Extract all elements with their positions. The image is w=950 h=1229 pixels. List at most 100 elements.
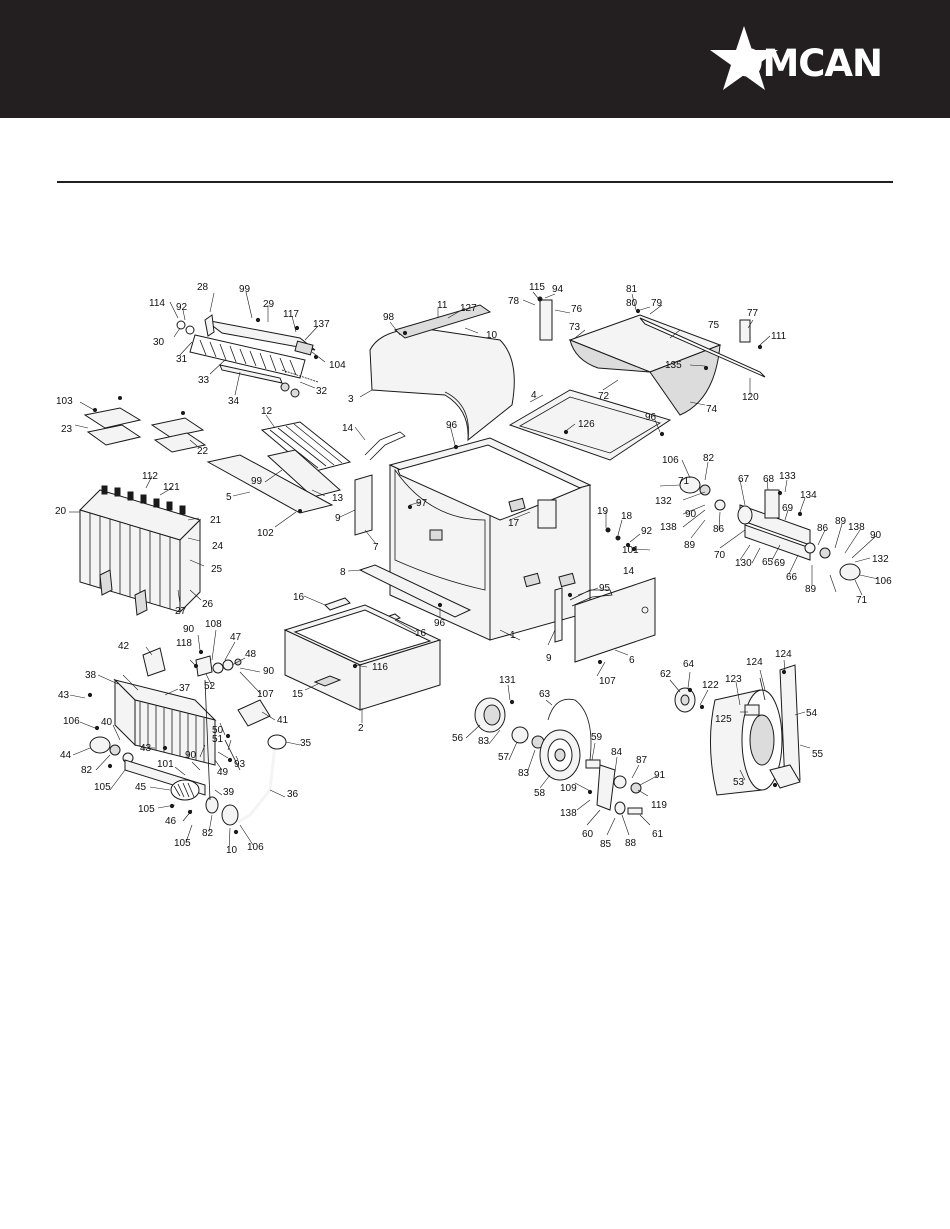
part-label: 71 [678,476,690,487]
part-label: 121 [163,482,180,493]
part-label: 69 [774,558,786,569]
part-label: 43 [58,690,70,701]
part-label: 10 [226,845,238,856]
part-label: 33 [198,375,210,386]
part-label: 69 [782,503,794,514]
tray [508,389,672,461]
part-label: 10 [486,330,498,341]
part-label: 91 [654,770,666,781]
part-label: 54 [806,708,818,719]
part-label: 58 [534,788,546,799]
part-label: 127 [460,303,477,314]
part-label: 57 [498,752,510,763]
part-label: 82 [202,828,214,839]
part-label: 35 [300,738,312,749]
part-label: 124 [775,649,792,660]
part-label: 46 [165,816,177,827]
part-label: 45 [135,782,147,793]
part-label: 86 [713,524,725,535]
comb-plate [206,421,352,514]
part-label: 96 [434,618,446,629]
part-label: 122 [702,680,719,691]
part-label: 117 [283,309,299,320]
star-icon [710,26,778,90]
part-label: 105 [138,804,155,815]
part-label: 132 [872,554,889,565]
part-label: 130 [735,558,752,569]
part-label: 105 [94,782,111,793]
part-label: 90 [685,509,697,520]
part-label: 55 [812,749,824,760]
part-label: 131 [499,675,516,686]
part-label: 12 [261,406,273,417]
part-label: 89 [835,516,847,527]
part-label: 63 [539,689,551,700]
part-label: 13 [332,493,344,504]
part-label: 116 [372,662,388,673]
roller-comb-assembly [89,647,271,826]
part-label: 99 [239,284,251,295]
part-label: 9 [335,513,341,524]
part-label: 76 [571,304,583,315]
part-label: 104 [329,360,346,371]
part-label: 29 [263,299,275,310]
part-label: 47 [230,632,242,643]
part-number-labels: 1 2 3 4 5 6 7 8 9 9 10 10 11 12 13 14 14… [55,282,892,856]
part-label: 20 [55,506,67,517]
hopper-plate [539,299,766,416]
part-label: 120 [742,392,759,403]
part-label: 90 [870,530,882,541]
part-label: 79 [651,298,663,309]
part-label: 106 [875,576,892,587]
part-label: 72 [598,391,610,402]
part-label: 90 [183,624,195,635]
part-label: 118 [176,638,192,649]
part-label: 138 [660,522,677,533]
motor-assembly [674,664,801,796]
part-label: 40 [101,717,113,728]
cutting-frame-assembly [79,485,201,616]
part-label: 96 [446,420,458,431]
part-label: 42 [118,641,130,652]
part-label: 83 [478,736,490,747]
part-label: 83 [518,768,530,779]
part-label: 74 [706,404,718,415]
part-label: 115 [529,282,545,293]
part-label: 92 [176,302,188,313]
part-label: 123 [725,674,742,685]
part-label: 27 [175,606,187,617]
part-label: 86 [817,523,829,534]
part-label: 8 [340,567,346,578]
part-label: 43 [140,743,152,754]
part-label: 89 [805,584,817,595]
part-label: 82 [703,453,715,464]
linkage-parts [195,655,242,801]
part-label: 9 [546,653,552,664]
part-label: 80 [626,298,638,309]
part-label: 109 [560,783,577,794]
part-label: 59 [591,732,603,743]
part-label: 87 [636,755,648,766]
header-bar: OMCAN [0,0,950,118]
part-label: 21 [210,515,222,526]
part-label: 34 [228,396,240,407]
part-label: 135 [665,360,682,371]
part-label: 30 [153,337,165,348]
brand-logo: OMCAN [704,22,904,98]
part-label: 61 [652,829,664,840]
part-label: 126 [578,419,595,430]
part-label: 89 [684,540,696,551]
fasteners [87,296,803,835]
part-label: 81 [626,284,638,295]
drive-pulley-assembly [474,697,643,815]
part-label: 16 [293,592,305,603]
leader-lines [69,291,879,852]
part-label: 75 [708,320,720,331]
part-label: 102 [257,528,274,539]
part-label: 24 [212,541,224,552]
part-label: 78 [508,296,520,307]
part-label: 53 [733,777,745,788]
cutter-bar-assembly [176,314,319,398]
part-label: 11 [437,300,448,311]
part-label: 5 [226,492,232,503]
